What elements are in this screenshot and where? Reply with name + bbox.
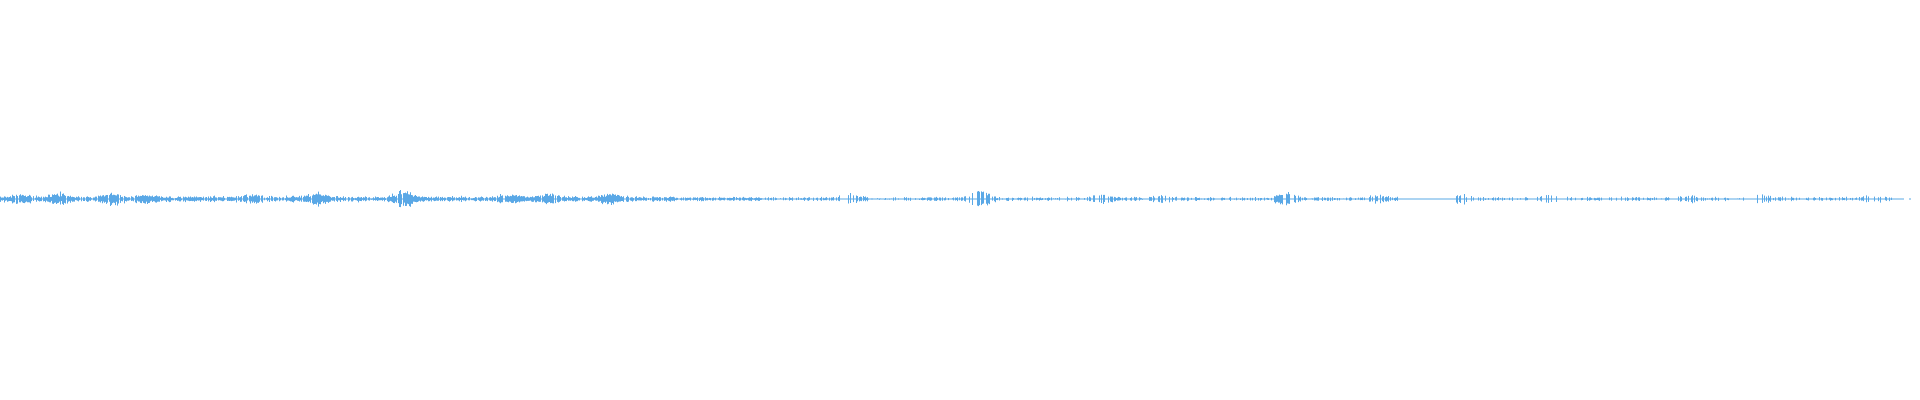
waveform-tail-dot — [1860, 198, 1862, 200]
waveform-tail-dot — [1874, 198, 1876, 200]
waveform-trace — [0, 189, 1911, 208]
waveform-tail-dot — [1895, 198, 1897, 200]
waveform-tail-dot — [1909, 198, 1911, 200]
waveform-tail-dot — [1888, 198, 1890, 200]
waveform-tail-dot — [1881, 198, 1883, 200]
waveform-amplitude — [0, 189, 1892, 208]
waveform-tail-dot — [1902, 198, 1904, 200]
waveform-tail-dot — [1867, 198, 1869, 200]
